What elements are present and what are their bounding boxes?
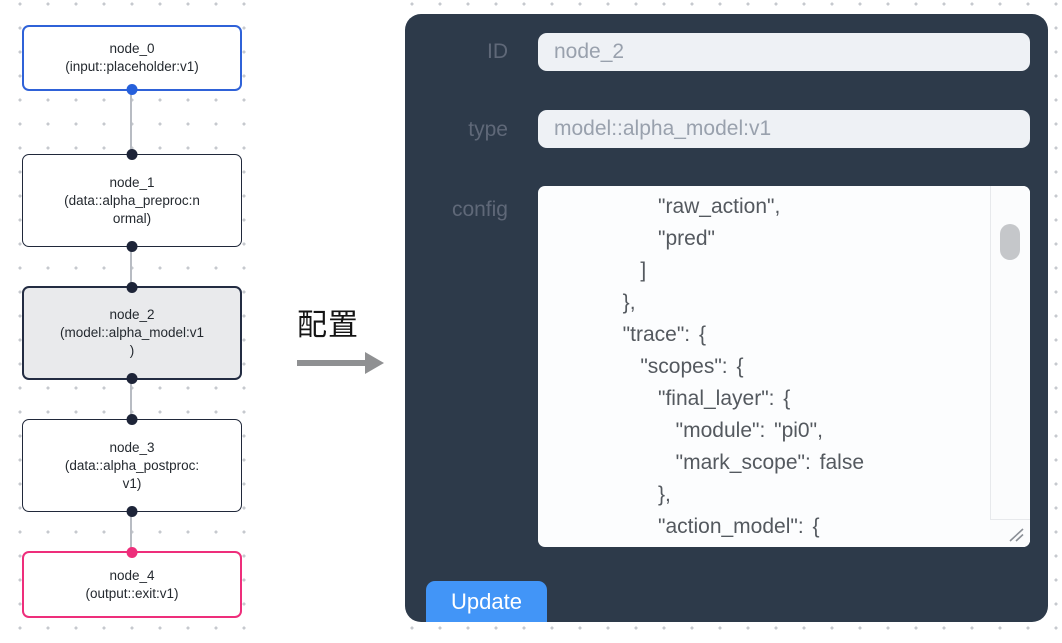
output-port[interactable]	[126, 506, 138, 517]
update-button[interactable]: Update	[426, 581, 547, 622]
flow-node-node_0[interactable]: node_0 (input::placeholder:v1)	[22, 25, 242, 95]
resize-grip-icon	[1009, 528, 1024, 542]
edge-node1-node2	[130, 247, 132, 286]
arrow-right-icon	[294, 352, 394, 374]
flow-node-node_2[interactable]: node_2 (model::alpha_model:v1 )	[22, 282, 242, 384]
edge-node3-node4	[130, 512, 132, 551]
config-json-content: "raw_action", "pred" ] }, "trace": { "sc…	[622, 195, 865, 538]
flow-node-node_4[interactable]: node_4 (output::exit:v1)	[22, 547, 242, 618]
output-port[interactable]	[126, 241, 138, 252]
id-input[interactable]	[538, 33, 1030, 71]
type-field-label: type	[468, 118, 508, 141]
input-port[interactable]	[126, 547, 138, 558]
transition-annotation: 配置	[294, 300, 394, 374]
edge-node2-node3	[130, 380, 132, 419]
config-textarea[interactable]: "raw_action", "pred" ] }, "trace": { "sc…	[538, 186, 1030, 547]
node-label: node_2 (model::alpha_model:v1 )	[59, 307, 205, 358]
edge-node0-node1	[130, 94, 132, 154]
scrollbar-track[interactable]	[990, 186, 1030, 547]
config-field-label: config	[451, 198, 508, 221]
input-port[interactable]	[126, 414, 138, 425]
node-config-panel: ID type config "raw_action", "pred" ] },…	[405, 14, 1048, 622]
id-field-label: ID	[487, 40, 508, 63]
arrow-shaft	[297, 360, 367, 366]
resize-corner[interactable]	[990, 519, 1030, 547]
node-label: node_3 (data::alpha_postproc: v1)	[64, 439, 200, 491]
output-port[interactable]	[126, 373, 138, 384]
node-label: node_0 (input::placeholder:v1)	[65, 41, 199, 74]
output-port[interactable]	[126, 84, 138, 95]
transition-label: 配置	[297, 309, 359, 342]
flow-node-node_1[interactable]: node_1 (data::alpha_preproc:n ormal)	[22, 149, 242, 252]
node-label: node_1 (data::alpha_preproc:n ormal)	[64, 174, 200, 226]
input-port[interactable]	[126, 282, 138, 293]
scrollbar-thumb[interactable]	[1000, 224, 1020, 260]
node-label: node_4 (output::exit:v1)	[85, 567, 179, 601]
arrow-head	[365, 352, 384, 374]
input-port[interactable]	[126, 149, 138, 160]
type-input[interactable]	[538, 110, 1030, 148]
flow-node-node_3[interactable]: node_3 (data::alpha_postproc: v1)	[22, 414, 242, 517]
